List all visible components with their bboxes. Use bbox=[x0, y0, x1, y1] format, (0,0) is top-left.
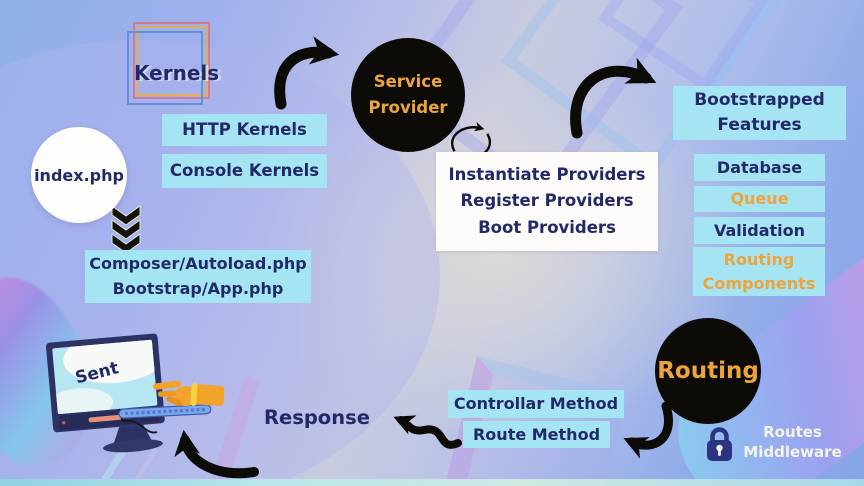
route-method-node: Route Method bbox=[463, 421, 610, 448]
arrow-routing-to-route-method-icon bbox=[623, 401, 673, 459]
feature-label: Routing Components bbox=[702, 250, 816, 293]
feature-label: Queue bbox=[730, 189, 789, 209]
provider-step: Register Providers bbox=[460, 191, 634, 211]
index-php-label: index.php bbox=[34, 165, 124, 185]
http-kernels-node: HTTP Kernels bbox=[162, 114, 327, 146]
response-label: Response bbox=[264, 406, 370, 429]
http-kernels-label: HTTP Kernels bbox=[182, 119, 307, 139]
routing-label: Routing bbox=[657, 358, 759, 384]
middleware-label: Middleware bbox=[743, 443, 842, 462]
index-php-node: index.php bbox=[31, 127, 127, 223]
feature-label: Validation bbox=[713, 220, 806, 240]
bootstrap-files-node: Composer/Autoload.php Bootstrap/App.php bbox=[85, 250, 311, 303]
composer-autoload-label: Composer/Autoload.php bbox=[89, 253, 307, 273]
routing-node: Routing bbox=[655, 318, 761, 424]
kernels-title: Kernels bbox=[134, 61, 220, 85]
console-kernels-label: Console Kernels bbox=[169, 160, 320, 180]
routes-label: Routes bbox=[763, 423, 822, 441]
service-provider-label: Service Provider bbox=[368, 72, 448, 117]
controller-method-node: Controllar Method bbox=[448, 390, 624, 418]
background-bottom-strip bbox=[0, 479, 864, 486]
route-method-label: Route Method bbox=[472, 424, 601, 444]
routes-middleware-badge: Routes Middleware bbox=[735, 422, 850, 463]
kernels-frame-orange bbox=[137, 26, 207, 96]
feature-routing-components: Routing Components bbox=[693, 247, 825, 296]
kernels-frame-blue bbox=[127, 31, 203, 105]
feature-queue: Queue bbox=[694, 186, 825, 212]
provider-step: Instantiate Providers bbox=[448, 164, 646, 184]
arrow-route-method-to-response-icon bbox=[393, 415, 462, 449]
service-provider-node: Service Provider bbox=[351, 38, 465, 152]
bootstrapped-features-node: Bootstrapped Features bbox=[673, 86, 846, 140]
controller-method-label: Controllar Method bbox=[453, 394, 619, 414]
provider-steps-node: Instantiate Providers Register Providers… bbox=[436, 152, 658, 251]
bootstrap-app-label: Bootstrap/App.php bbox=[112, 278, 284, 298]
feature-label: Database bbox=[716, 157, 803, 177]
feature-database: Database bbox=[694, 154, 825, 181]
provider-step: Boot Providers bbox=[478, 217, 616, 237]
kernels-frame-red bbox=[133, 22, 210, 99]
console-kernels-node: Console Kernels bbox=[162, 154, 327, 188]
bootstrapped-features-label: Bootstrapped Features bbox=[694, 89, 825, 136]
feature-validation: Validation bbox=[694, 217, 825, 244]
